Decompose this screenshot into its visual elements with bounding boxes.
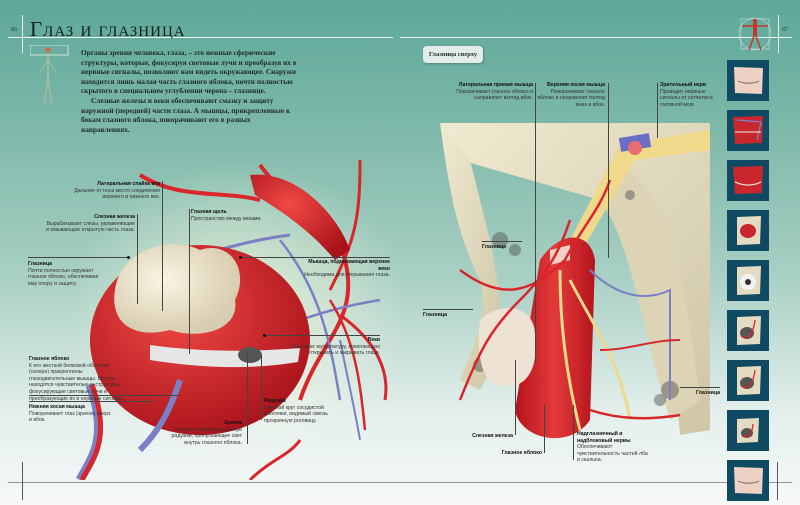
header-rule-right xyxy=(400,37,792,38)
label-orbit-top: Глазница xyxy=(482,244,506,250)
leader-line xyxy=(29,395,179,396)
leader-line xyxy=(29,401,154,402)
leader-line xyxy=(608,83,609,258)
right-crop-mark xyxy=(778,15,779,53)
closed-eye-icon xyxy=(734,67,763,94)
thumbnail-orbit-vessels-1[interactable] xyxy=(727,310,769,351)
closed-eye-icon xyxy=(734,467,763,494)
footer-crop-mark-right xyxy=(777,462,778,500)
label-eyelids: Веки Содержат мускулатуру, помогающую от… xyxy=(291,337,380,357)
label-nerves: Надглазничный и надблоковый нервы Обеспе… xyxy=(577,431,648,464)
page-number-right: 87 xyxy=(782,27,788,33)
leader-line xyxy=(515,360,516,435)
eyeball-icon xyxy=(737,266,761,295)
label-palpebral-fissure: Глазная щель Пространство между веками. xyxy=(191,209,262,222)
leader-line xyxy=(482,241,522,242)
thumbnail-closed-eye[interactable] xyxy=(727,60,769,101)
footer-rule-right xyxy=(400,482,792,483)
page-title: Глаз и глазница xyxy=(30,17,186,41)
leader-line xyxy=(261,355,262,420)
label-lacrimal-gland: Слезная железа Вырабатывает слезы, увлаж… xyxy=(46,214,135,234)
intro-paragraph-2: Слезные железы и веки обеспечивают смазк… xyxy=(81,95,291,134)
thumbnail-eyeball-in-orbit[interactable] xyxy=(727,260,769,301)
thumbnail-orbit-vessels-3[interactable] xyxy=(727,410,769,451)
orbit-vessels-icon xyxy=(737,366,761,395)
label-superior-oblique: Верхняя косая мышца Поворачивает глазное… xyxy=(537,82,605,108)
thumbnail-closed-eye-2[interactable] xyxy=(727,460,769,501)
intro-paragraph-1: Органы зрения человека, глаза, – это неж… xyxy=(81,48,297,96)
leader-line xyxy=(573,405,574,460)
leader-line xyxy=(544,405,545,453)
label-iris: Радужка Цветной круг сосудистой оболочки… xyxy=(264,398,328,424)
thumbnail-orbit-vessels-2[interactable] xyxy=(727,360,769,401)
header-rule xyxy=(8,37,393,38)
leader-line xyxy=(680,387,720,388)
orbit-muscle-icon xyxy=(737,216,761,245)
eyelid-muscles-icon xyxy=(733,116,763,144)
label-eyeball: Глазное яблоко К его жесткой белковой об… xyxy=(29,356,125,402)
leader-line xyxy=(535,83,536,363)
vitruvian-muscle-figure-icon xyxy=(737,14,773,54)
leader-line xyxy=(28,257,128,258)
eyelid-muscles-icon xyxy=(733,166,763,194)
label-inferior-oblique: Нижняя косая мышца Поворачивает глаз (зр… xyxy=(29,404,111,424)
orbit-vessels-icon xyxy=(737,316,761,345)
footer-crop-mark xyxy=(22,462,23,500)
thumbnail-orbit-muscle[interactable] xyxy=(727,210,769,251)
leader-line xyxy=(162,181,163,311)
label-eyeball-right: Глазное яблоко xyxy=(501,450,542,456)
label-lacrimal-gland-right: Слезная железа xyxy=(472,433,513,439)
pointer-dot xyxy=(263,334,266,337)
left-crop-mark xyxy=(22,15,23,53)
label-lateral-rectus: Латеральная прямая мышца Поворачивает гл… xyxy=(456,82,533,102)
leader-line xyxy=(240,257,390,258)
leader-line xyxy=(265,335,380,336)
leader-line xyxy=(137,214,138,304)
thumbnail-eyelid-muscles-vessels[interactable] xyxy=(727,110,769,151)
nervous-system-figure-icon xyxy=(29,44,70,105)
label-optic-nerve: Зрительный нерв Проводит нервные сигналы… xyxy=(660,82,713,108)
leader-line xyxy=(657,83,658,138)
leader-line xyxy=(247,352,248,444)
label-orbit-right: Глазница xyxy=(696,390,720,396)
pointer-dot xyxy=(127,256,130,259)
pointer-dot xyxy=(239,256,242,259)
intro-text: Органы зрения человека, глаза, – это неж… xyxy=(81,48,299,134)
orbit-vessels-icon xyxy=(737,418,759,443)
label-lateral-commissure: Латеральная спайка век Дальнее от носа м… xyxy=(74,181,160,201)
page-number-left: 86 xyxy=(11,27,17,33)
label-levator: Мышца, поднимающая верхнее веко Необходи… xyxy=(304,259,390,279)
label-pupil: Зрачок Круглое отверстие в центре радужк… xyxy=(171,420,242,446)
label-orbit-left: Глазница xyxy=(423,312,447,318)
footer-rule xyxy=(8,482,400,483)
section-badge: Глазница сверху xyxy=(423,46,483,63)
label-orbit: Глазница Почти полностью окружает глазно… xyxy=(28,261,99,287)
leader-line xyxy=(189,209,190,354)
orbit-top-view-illustration xyxy=(420,120,720,450)
leader-line xyxy=(423,309,473,310)
thumbnail-eyelid-muscles[interactable] xyxy=(727,160,769,201)
